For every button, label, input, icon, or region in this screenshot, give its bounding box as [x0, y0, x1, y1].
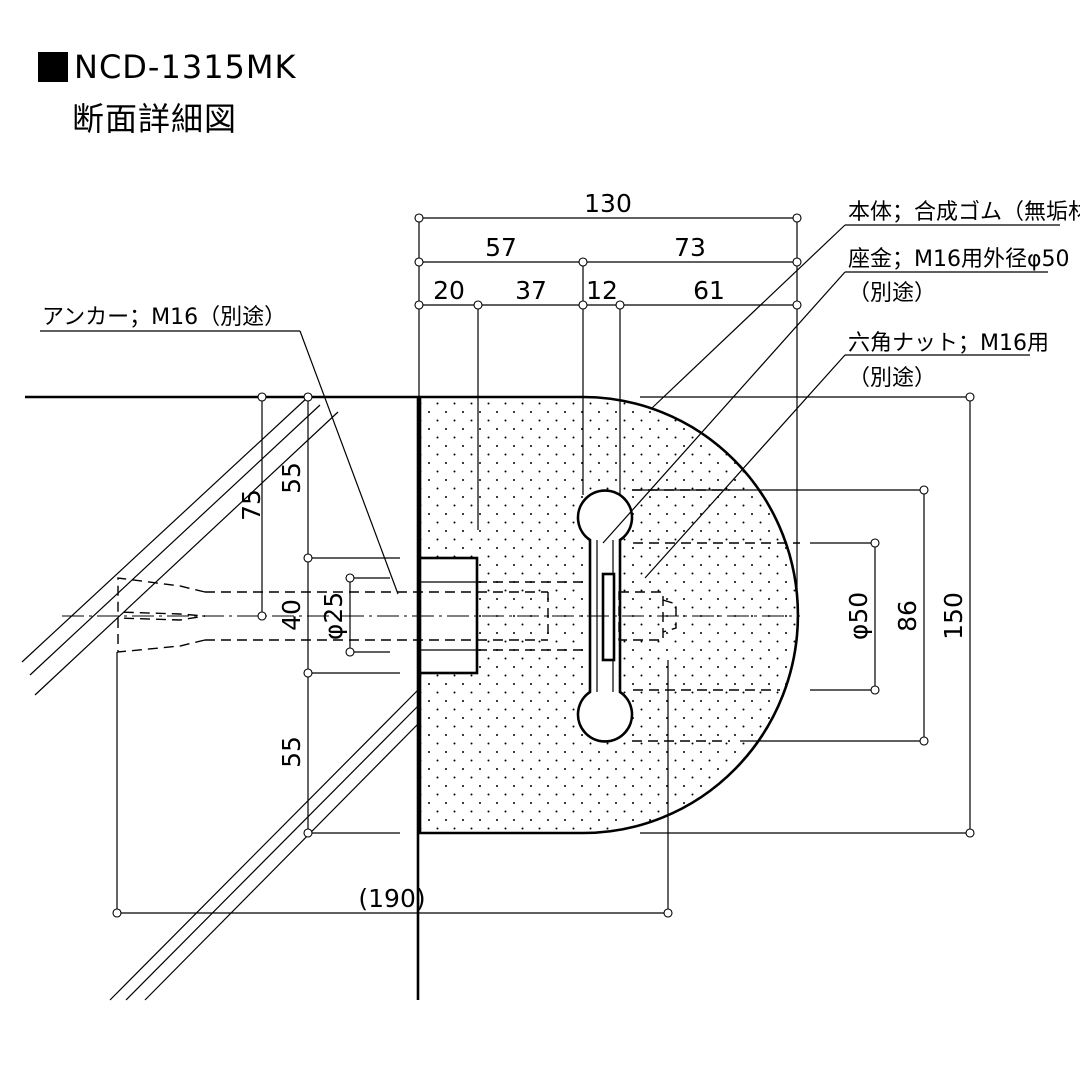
callouts: 本体；合成ゴム（無垢材） 座金；M16用外径φ50 （別途） 六角ナット；M16… — [40, 200, 1080, 595]
model-number: NCD-1315MK — [74, 48, 297, 86]
bottom-dimension: (190) — [112, 652, 673, 918]
dim-text-190: (190) — [358, 884, 425, 913]
dim-text-86: 86 — [893, 600, 922, 632]
hatch-line-1 — [21, 396, 309, 663]
leader-anchor — [299, 330, 399, 595]
hatch-line-4 — [109, 689, 419, 1001]
model-line: NCD-1315MK — [38, 44, 297, 90]
hatch-line-3 — [34, 411, 339, 696]
wall-structure — [21, 395, 420, 1001]
dim-text-75: 75 — [237, 489, 266, 521]
leader-body — [651, 224, 846, 409]
label-body: 本体；合成ゴム（無垢材） — [848, 200, 1080, 225]
title-block: NCD-1315MK 断面詳細図 — [38, 44, 297, 140]
dim-text-73: 73 — [674, 233, 706, 262]
anchor-tip-lower — [117, 615, 206, 653]
dim-text-150: 150 — [939, 592, 968, 640]
label-washer-2: （別途） — [848, 281, 936, 306]
dim-text-61: 61 — [693, 276, 725, 305]
dim-text-40: 40 — [277, 599, 306, 631]
top-dimensions: 130 57 73 20 37 12 61 — [414, 189, 802, 590]
hatch-line-2 — [29, 404, 321, 676]
dim-text-55-bottom: 55 — [277, 736, 306, 768]
hatch-line-5 — [125, 705, 419, 1001]
leader-washer — [602, 271, 846, 544]
label-nut-2: （別途） — [848, 366, 936, 391]
dim-text-130: 130 — [584, 189, 632, 218]
dim-text-55-top: 55 — [277, 462, 306, 494]
label-washer-1: 座金；M16用外径φ50 — [848, 247, 1069, 272]
dim-text-phi25: φ25 — [319, 592, 348, 640]
dim-text-phi50: φ50 — [844, 592, 873, 640]
right-dimensions: φ50 86 150 — [632, 392, 975, 838]
dim-text-12: 12 — [586, 276, 618, 305]
left-dimensions: 75 55 40 55 φ25 — [237, 392, 400, 838]
label-nut-1: 六角ナット；M16用 — [848, 331, 1049, 356]
label-anchor: アンカー；M16（別途） — [42, 305, 286, 330]
hatch-line-6 — [144, 723, 419, 1001]
square-bullet-icon — [38, 52, 68, 82]
anchor-tip-upper — [117, 577, 206, 617]
washer — [601, 572, 616, 662]
drawing-subtitle: 断面詳細図 — [72, 100, 238, 138]
dim-text-57: 57 — [485, 233, 517, 262]
dim-text-20: 20 — [433, 276, 465, 305]
leader-nut — [644, 354, 846, 579]
dim-text-37: 37 — [515, 276, 547, 305]
